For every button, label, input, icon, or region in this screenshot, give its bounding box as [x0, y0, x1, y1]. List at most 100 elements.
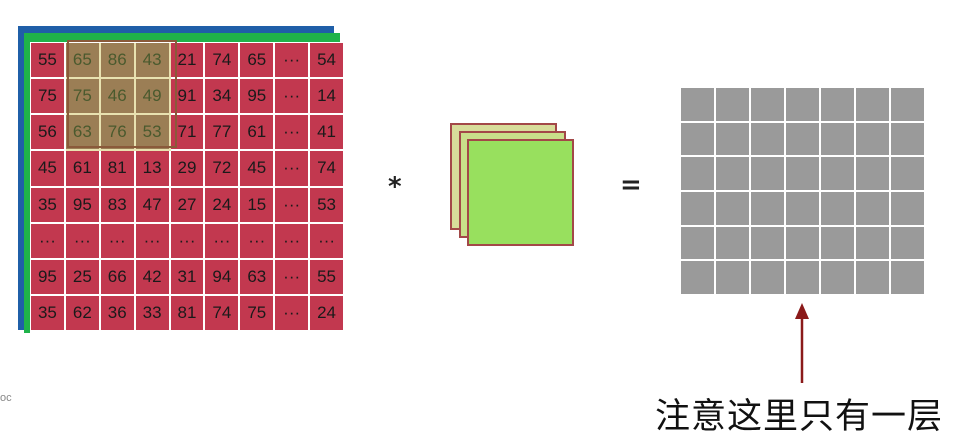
matrix-cell: 86 — [100, 43, 136, 80]
output-cell — [856, 226, 891, 262]
output-cell — [856, 88, 891, 123]
kernel-slice-front — [467, 139, 574, 246]
output-cell — [681, 261, 716, 296]
output-cell — [891, 192, 926, 227]
output-cell — [716, 192, 751, 227]
matrix-cell: 27 — [170, 187, 206, 224]
matrix-cell: ··· — [275, 259, 311, 296]
output-cell — [821, 122, 856, 158]
matrix-cell: 65 — [65, 43, 101, 80]
matrix-cell: 75 — [240, 295, 276, 332]
matrix-cell: 63 — [65, 115, 101, 152]
output-cell — [681, 157, 716, 192]
matrix-cell: 29 — [170, 151, 206, 188]
output-cell — [821, 192, 856, 227]
matrix-cell: ··· — [135, 223, 171, 260]
output-cell — [681, 226, 716, 262]
matrix-cell: 77 — [205, 115, 241, 152]
matrix-cell: 62 — [65, 295, 101, 332]
output-cell — [681, 192, 716, 227]
matrix-cell: ··· — [310, 223, 345, 260]
matrix-cell: ··· — [31, 223, 66, 260]
output-cell — [786, 261, 821, 296]
output-cell — [716, 261, 751, 296]
output-cell — [681, 122, 716, 158]
matrix-cell: 24 — [205, 187, 241, 224]
matrix-cell: ··· — [275, 151, 311, 188]
matrix-cell: 66 — [100, 259, 136, 296]
output-cell — [751, 157, 786, 192]
output-cell — [751, 192, 786, 227]
matrix-cell: 35 — [31, 295, 66, 332]
output-cell — [891, 122, 926, 158]
matrix-cell: 61 — [65, 151, 101, 188]
matrix-cell: 21 — [170, 43, 206, 80]
matrix-cell: 45 — [240, 151, 276, 188]
matrix-cell: 65 — [240, 43, 276, 80]
output-cell — [751, 226, 786, 262]
matrix-cell: 75 — [65, 79, 101, 116]
matrix-cell: ··· — [275, 115, 311, 152]
output-cell — [716, 88, 751, 123]
output-cell — [856, 261, 891, 296]
output-cell — [786, 226, 821, 262]
output-cell — [681, 88, 716, 123]
matrix-cell: ··· — [275, 79, 311, 116]
matrix-cell: 95 — [65, 187, 101, 224]
matrix-cell: 56 — [31, 115, 66, 152]
matrix-cell: 25 — [65, 259, 101, 296]
matrix-cell: 53 — [310, 187, 345, 224]
output-cell — [856, 157, 891, 192]
output-cell — [821, 157, 856, 192]
matrix-cell: ··· — [275, 223, 311, 260]
matrix-cell: 94 — [205, 259, 241, 296]
output-cell — [891, 88, 926, 123]
output-cell — [786, 192, 821, 227]
matrix-cell: 15 — [240, 187, 276, 224]
output-cell — [751, 261, 786, 296]
matrix-cell: 71 — [170, 115, 206, 152]
output-cell — [751, 122, 786, 158]
output-cell — [856, 122, 891, 158]
matrix-cell: ··· — [240, 223, 276, 260]
output-cell — [751, 88, 786, 123]
matrix-cell: 34 — [205, 79, 241, 116]
output-cell — [716, 157, 751, 192]
matrix-cell: 43 — [135, 43, 171, 80]
matrix-cell: 36 — [100, 295, 136, 332]
output-cell — [891, 226, 926, 262]
matrix-cell: ··· — [170, 223, 206, 260]
matrix-cell: 95 — [240, 79, 276, 116]
matrix-cell: 74 — [310, 151, 345, 188]
matrix-cell: ··· — [65, 223, 101, 260]
matrix-cell: 61 — [240, 115, 276, 152]
output-cell — [891, 157, 926, 192]
matrix-cell: ··· — [100, 223, 136, 260]
matrix-cell: 81 — [170, 295, 206, 332]
matrix-cell: 14 — [310, 79, 345, 116]
matrix-cell: 95 — [31, 259, 66, 296]
matrix-cell: 46 — [100, 79, 136, 116]
matrix-cell: ··· — [205, 223, 241, 260]
up-arrow-icon — [795, 303, 809, 383]
edge-text: oc — [0, 392, 12, 404]
output-cell — [821, 88, 856, 123]
matrix-cell: 53 — [135, 115, 171, 152]
matrix-cell: 83 — [100, 187, 136, 224]
output-feature-map — [681, 88, 926, 296]
matrix-cell: 31 — [170, 259, 206, 296]
annotation-text: 注意这里只有一层 — [655, 397, 944, 437]
output-cell — [786, 122, 821, 158]
matrix-cell: 91 — [170, 79, 206, 116]
output-cell — [786, 157, 821, 192]
matrix-cell: ··· — [275, 295, 311, 332]
matrix-cell: 76 — [100, 115, 136, 152]
matrix-cell: 55 — [310, 259, 345, 296]
output-cell — [716, 226, 751, 262]
matrix-cell: 47 — [135, 187, 171, 224]
matrix-cell: 74 — [205, 295, 241, 332]
output-cell — [821, 261, 856, 296]
matrix-cell: 24 — [310, 295, 345, 332]
output-cell — [891, 261, 926, 296]
matrix-cell: 63 — [240, 259, 276, 296]
